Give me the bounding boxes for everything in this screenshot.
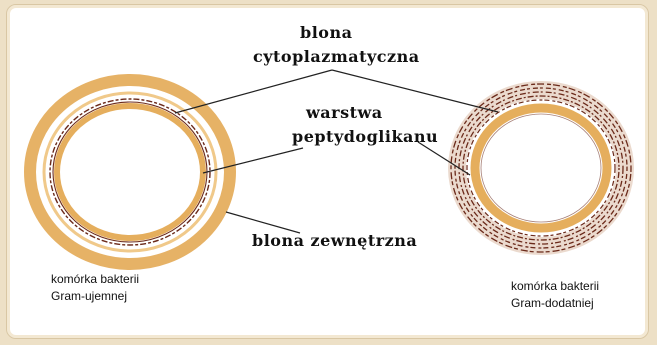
caption-left-line2: Gram-ujemnej (51, 289, 127, 303)
cytoplasmic-membrane-ring-2 (53, 102, 207, 242)
peptidoglycan-ring-thin (44, 93, 216, 251)
cytoplasmic-membrane-ring (50, 99, 210, 245)
pointer-outer-membrane (226, 212, 300, 233)
gram-negative-cell (30, 80, 230, 264)
peptidoglycan-mesh-5 (467, 100, 615, 236)
caption-left-line1: komórka bakterii (51, 272, 139, 286)
gram-positive-cell (451, 84, 631, 252)
caption-right-line1: komórka bakterii (511, 279, 599, 293)
inner-outline-right (481, 114, 601, 222)
peptidoglycan-thick-band (457, 90, 625, 246)
caption-right-line2: Gram-dodatniej (511, 296, 594, 310)
label-outer-membrane: blona zewnętrzna (252, 231, 417, 250)
label-peptidoglycan-line2: peptydoglikanu (292, 127, 438, 146)
cytoplasmic-membrane-ring-right (475, 108, 607, 228)
label-peptidoglycan-line1: warstwa (305, 103, 383, 122)
label-membrane-line2: cytoplazmatyczna (253, 47, 420, 66)
pointer-peptido-left (203, 148, 303, 173)
inner-orange-ring (57, 106, 203, 238)
label-membrane-line1: blona (300, 23, 352, 42)
